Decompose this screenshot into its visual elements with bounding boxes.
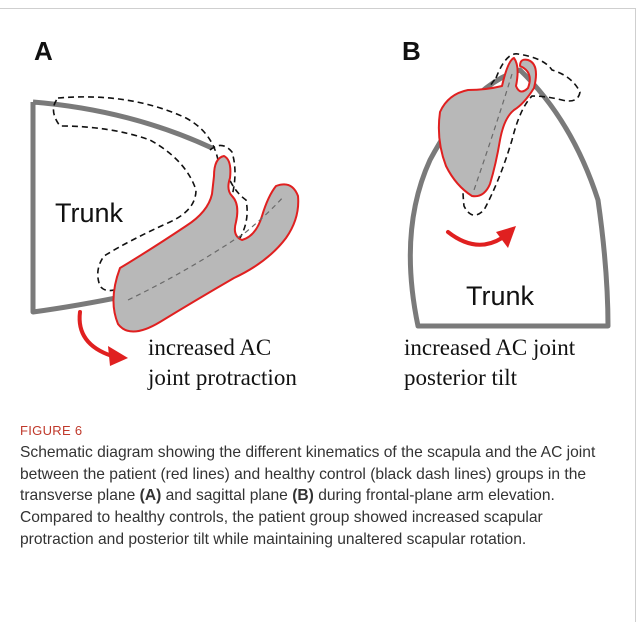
panel-a-label: A xyxy=(34,36,53,66)
figure-caption: FIGURE 6 Schematic diagram showing the d… xyxy=(20,423,620,551)
panel-b-trunk-label: Trunk xyxy=(466,281,535,311)
panel-a-patient-scapula xyxy=(113,156,298,332)
figure-illustration: A Trunk increased AC joint protraction B… xyxy=(0,0,641,420)
panel-b-patient-scapula xyxy=(439,58,536,196)
caption-ref-a: (A) xyxy=(140,487,162,504)
panel-a-trunk-label: Trunk xyxy=(55,198,124,228)
panel-a-annotation-line2: joint protraction xyxy=(147,365,297,390)
panel-b-tilt-arrow xyxy=(448,232,502,245)
caption-ref-b: (B) xyxy=(292,487,314,504)
figure-number: FIGURE 6 xyxy=(20,423,620,438)
panel-b-annotation-line1: increased AC joint xyxy=(404,335,576,360)
panel-a-arrowhead xyxy=(108,346,128,366)
panel-b-annotation-line2: posterior tilt xyxy=(404,365,518,390)
panel-b-label: B xyxy=(402,36,421,66)
panel-b-arrowhead xyxy=(496,226,516,248)
panel-a-annotation-line1: increased AC xyxy=(148,335,271,360)
caption-part2: and sagittal plane xyxy=(161,487,292,504)
caption-text: Schematic diagram showing the different … xyxy=(20,442,620,551)
panel-a-protraction-arrow xyxy=(80,312,112,356)
